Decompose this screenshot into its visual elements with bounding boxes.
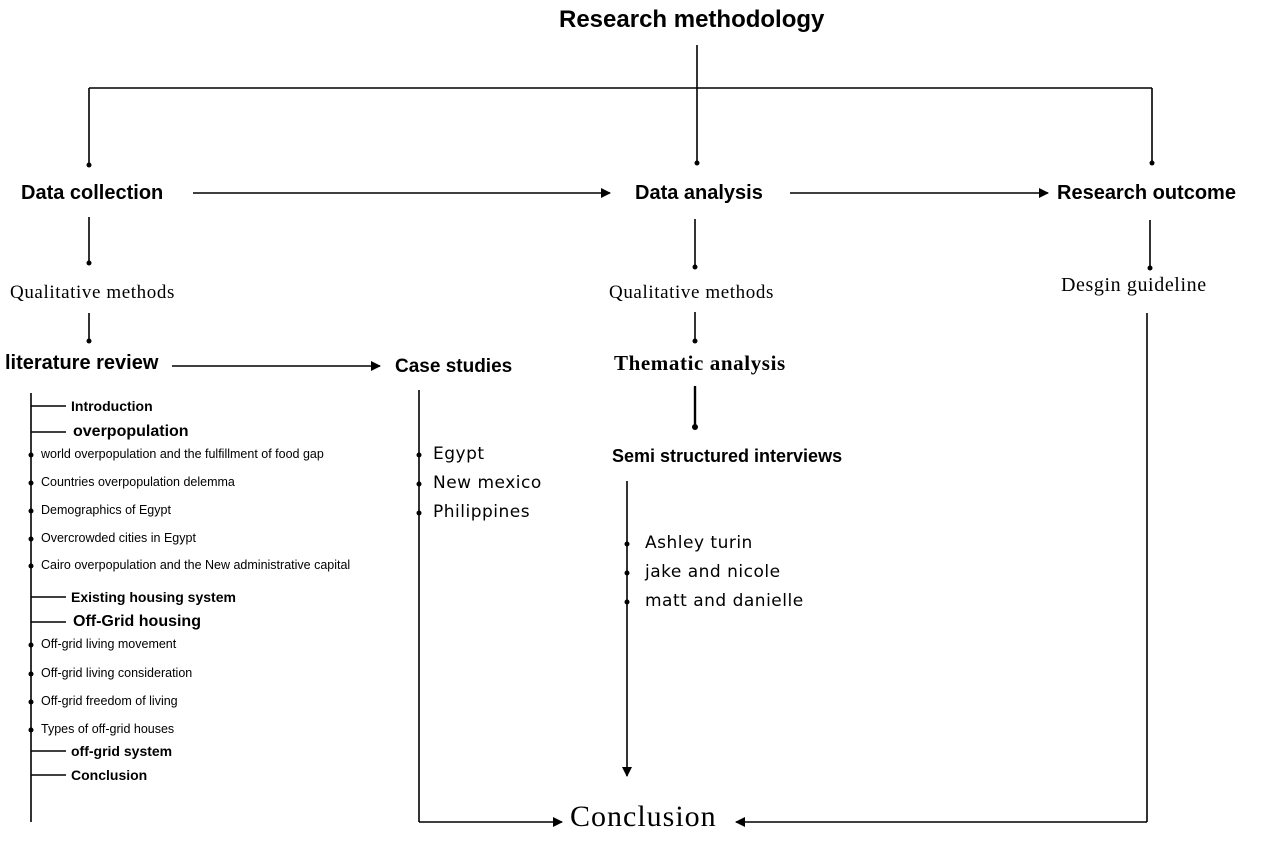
literature-item: off-grid system [71, 743, 173, 759]
literature-item: Demographics of Egypt [41, 503, 171, 517]
literature-item: Conclusion [71, 767, 148, 783]
literature-item: Overcrowded cities in Egypt [41, 531, 196, 545]
case-item: Egypt [433, 444, 485, 464]
design-guideline: Desgin guideline [1061, 274, 1207, 296]
literature-item: Existing housing system [71, 589, 236, 605]
literature-item: Off-grid freedom of living [41, 694, 178, 708]
literature-review-heading: literature review [5, 352, 159, 374]
literature-item: Introduction [71, 398, 153, 414]
analysis-method: Qualitative methods [609, 282, 774, 303]
literature-item: world overpopulation and the fulfillment… [41, 447, 324, 461]
thematic-analysis: Thematic analysis [614, 351, 786, 375]
literature-item: Types of off-grid houses [41, 722, 175, 736]
case-item: Philippines [433, 502, 531, 522]
semi-structured-interviews: Semi structured interviews [612, 446, 843, 466]
interviewee-item: Ashley turin [645, 533, 753, 553]
literature-item: Off-Grid housing [73, 613, 201, 630]
interviewee-item: jake and nicole [645, 562, 781, 582]
literature-item: Countries overpopulation delemma [41, 475, 235, 489]
interviewee-item: matt and danielle [645, 591, 804, 611]
stage-data-analysis: Data analysis [635, 182, 763, 204]
collection-method: Qualitative methods [10, 282, 175, 303]
literature-item: Cairo overpopulation and the New adminis… [41, 558, 351, 572]
literature-item: Off-grid living consideration [41, 666, 193, 680]
case-studies-heading: Case studies [395, 356, 513, 377]
stage-data-collection: Data collection [21, 182, 164, 204]
literature-item: overpopulation [73, 423, 189, 440]
case-item: New mexico [433, 473, 542, 493]
literature-item: Off-grid living movement [41, 637, 177, 651]
conclusion-node: Conclusion [570, 800, 717, 833]
stage-research-outcome: Research outcome [1057, 182, 1236, 204]
diagram-title: Research methodology [559, 6, 825, 33]
